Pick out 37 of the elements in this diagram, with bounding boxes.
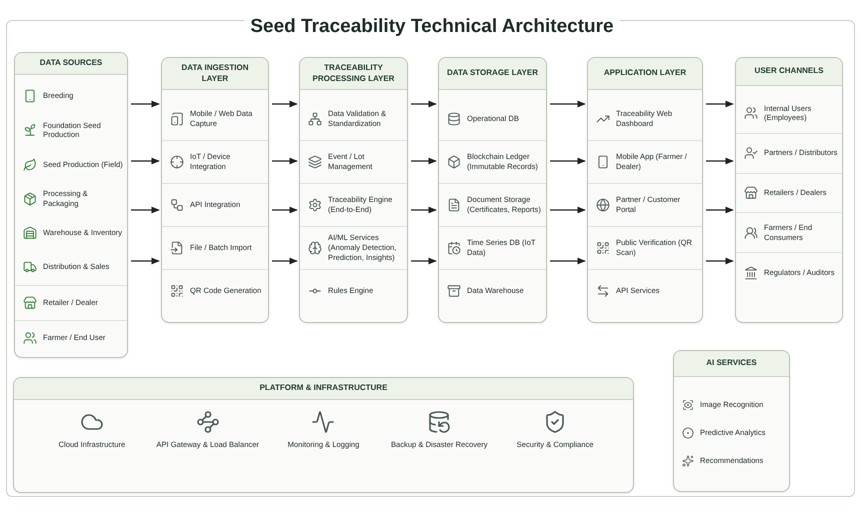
layer-panel [735,57,843,323]
arrow [706,100,734,108]
arrow [272,158,298,164]
arrow [550,206,586,214]
arrow [131,206,160,214]
arrow [550,258,586,264]
arrow [550,100,586,108]
layer-panel [13,377,634,493]
arrow [272,100,298,108]
arrow [706,158,734,164]
diagram-title: Seed Traceability Technical Architecture [244,16,620,38]
arrow [272,206,298,214]
arrow [131,258,160,264]
panel-header: TRACEABILITY PROCESSING LAYER [300,58,407,90]
layer-panel [161,57,269,323]
arrow [411,158,437,164]
arrow [411,100,437,108]
arrow [550,158,586,164]
layer-panel [587,57,703,323]
panel-header: DATA INGESTION LAYER [162,58,268,90]
arrow [706,206,734,214]
panel-header: DATA STORAGE LAYER [439,58,546,90]
layer-panel [438,57,547,323]
layer-panel [299,57,408,323]
layer-panel [673,350,790,492]
panel-header: PLATFORM & INFRASTRUCTURE [14,378,633,400]
arrow [131,158,160,164]
panel-header: DATA SOURCES [15,53,127,75]
panel-header: USER CHANNELS [736,58,842,86]
arrow [411,206,437,214]
arrow [131,100,160,108]
arrow [706,258,734,264]
panel-header: APPLICATION LAYER [588,58,702,90]
arrow [272,258,298,264]
arrow [411,258,437,264]
layer-panel [14,52,128,358]
panel-header: AI SERVICES [674,351,789,377]
